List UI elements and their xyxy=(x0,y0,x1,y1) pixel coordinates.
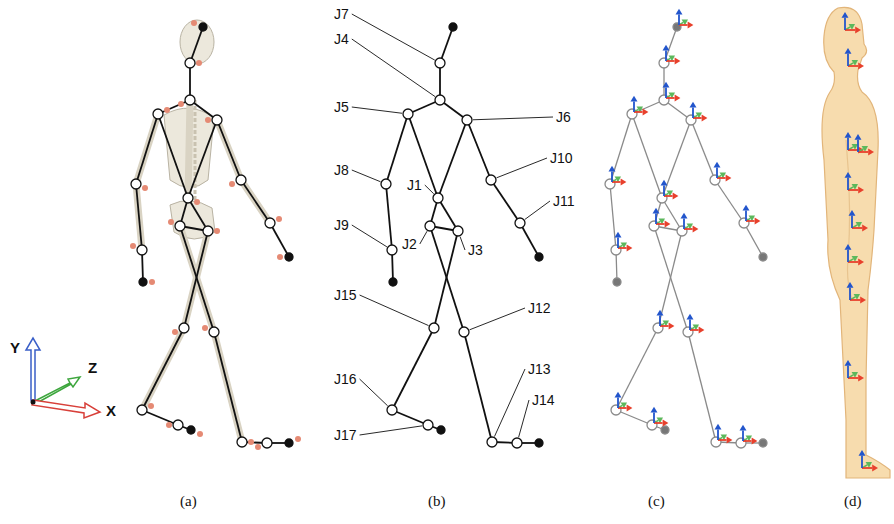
axis-label: Z xyxy=(88,360,97,375)
leader-line xyxy=(525,201,550,219)
leader-line xyxy=(470,308,525,330)
joint-label: J2 xyxy=(402,237,417,251)
leader-line xyxy=(460,237,465,250)
joint-label: J1 xyxy=(407,178,422,192)
panel-caption: (d) xyxy=(844,494,862,509)
leader-line xyxy=(494,369,525,437)
leader-line xyxy=(352,107,402,113)
skeleton-figure xyxy=(130,20,301,450)
leader-line xyxy=(425,185,434,194)
panel-caption: (b) xyxy=(428,494,446,509)
axis-label: Y xyxy=(10,340,20,355)
joint-label: J15 xyxy=(334,288,357,302)
leader-line xyxy=(352,39,435,97)
joint-label: J16 xyxy=(334,372,357,386)
leader-line xyxy=(352,225,387,247)
joint-label: J11 xyxy=(553,194,575,208)
leader-line xyxy=(352,14,435,60)
panel-caption: (c) xyxy=(648,494,665,509)
joint-diagram xyxy=(381,23,543,448)
joint-label: J13 xyxy=(528,362,551,376)
joint-label: J17 xyxy=(334,428,357,442)
leader-line xyxy=(360,295,429,326)
joint-label: J7 xyxy=(334,7,349,21)
leader-line xyxy=(360,426,422,435)
joint-label: J8 xyxy=(334,163,349,177)
joint-label: J12 xyxy=(528,301,551,315)
frame-diagram xyxy=(605,9,767,448)
leader-line xyxy=(519,400,529,437)
leader-line xyxy=(497,158,547,178)
leader-line xyxy=(473,117,553,120)
leader-line xyxy=(360,379,388,406)
joint-label: J14 xyxy=(532,393,555,407)
joint-label: J9 xyxy=(334,218,349,232)
joint-label: J6 xyxy=(556,110,571,124)
joint-label: J5 xyxy=(334,100,349,114)
leader-lines xyxy=(352,14,553,437)
joint-label: J10 xyxy=(550,151,573,165)
leader-line xyxy=(352,170,381,182)
axis-triad xyxy=(26,338,100,418)
body-silhouette xyxy=(822,7,890,478)
joint-label: J4 xyxy=(334,32,349,46)
joint-label: J3 xyxy=(468,243,483,257)
panel-caption: (a) xyxy=(180,494,197,509)
axis-label: X xyxy=(106,403,116,418)
leader-line xyxy=(420,231,427,244)
